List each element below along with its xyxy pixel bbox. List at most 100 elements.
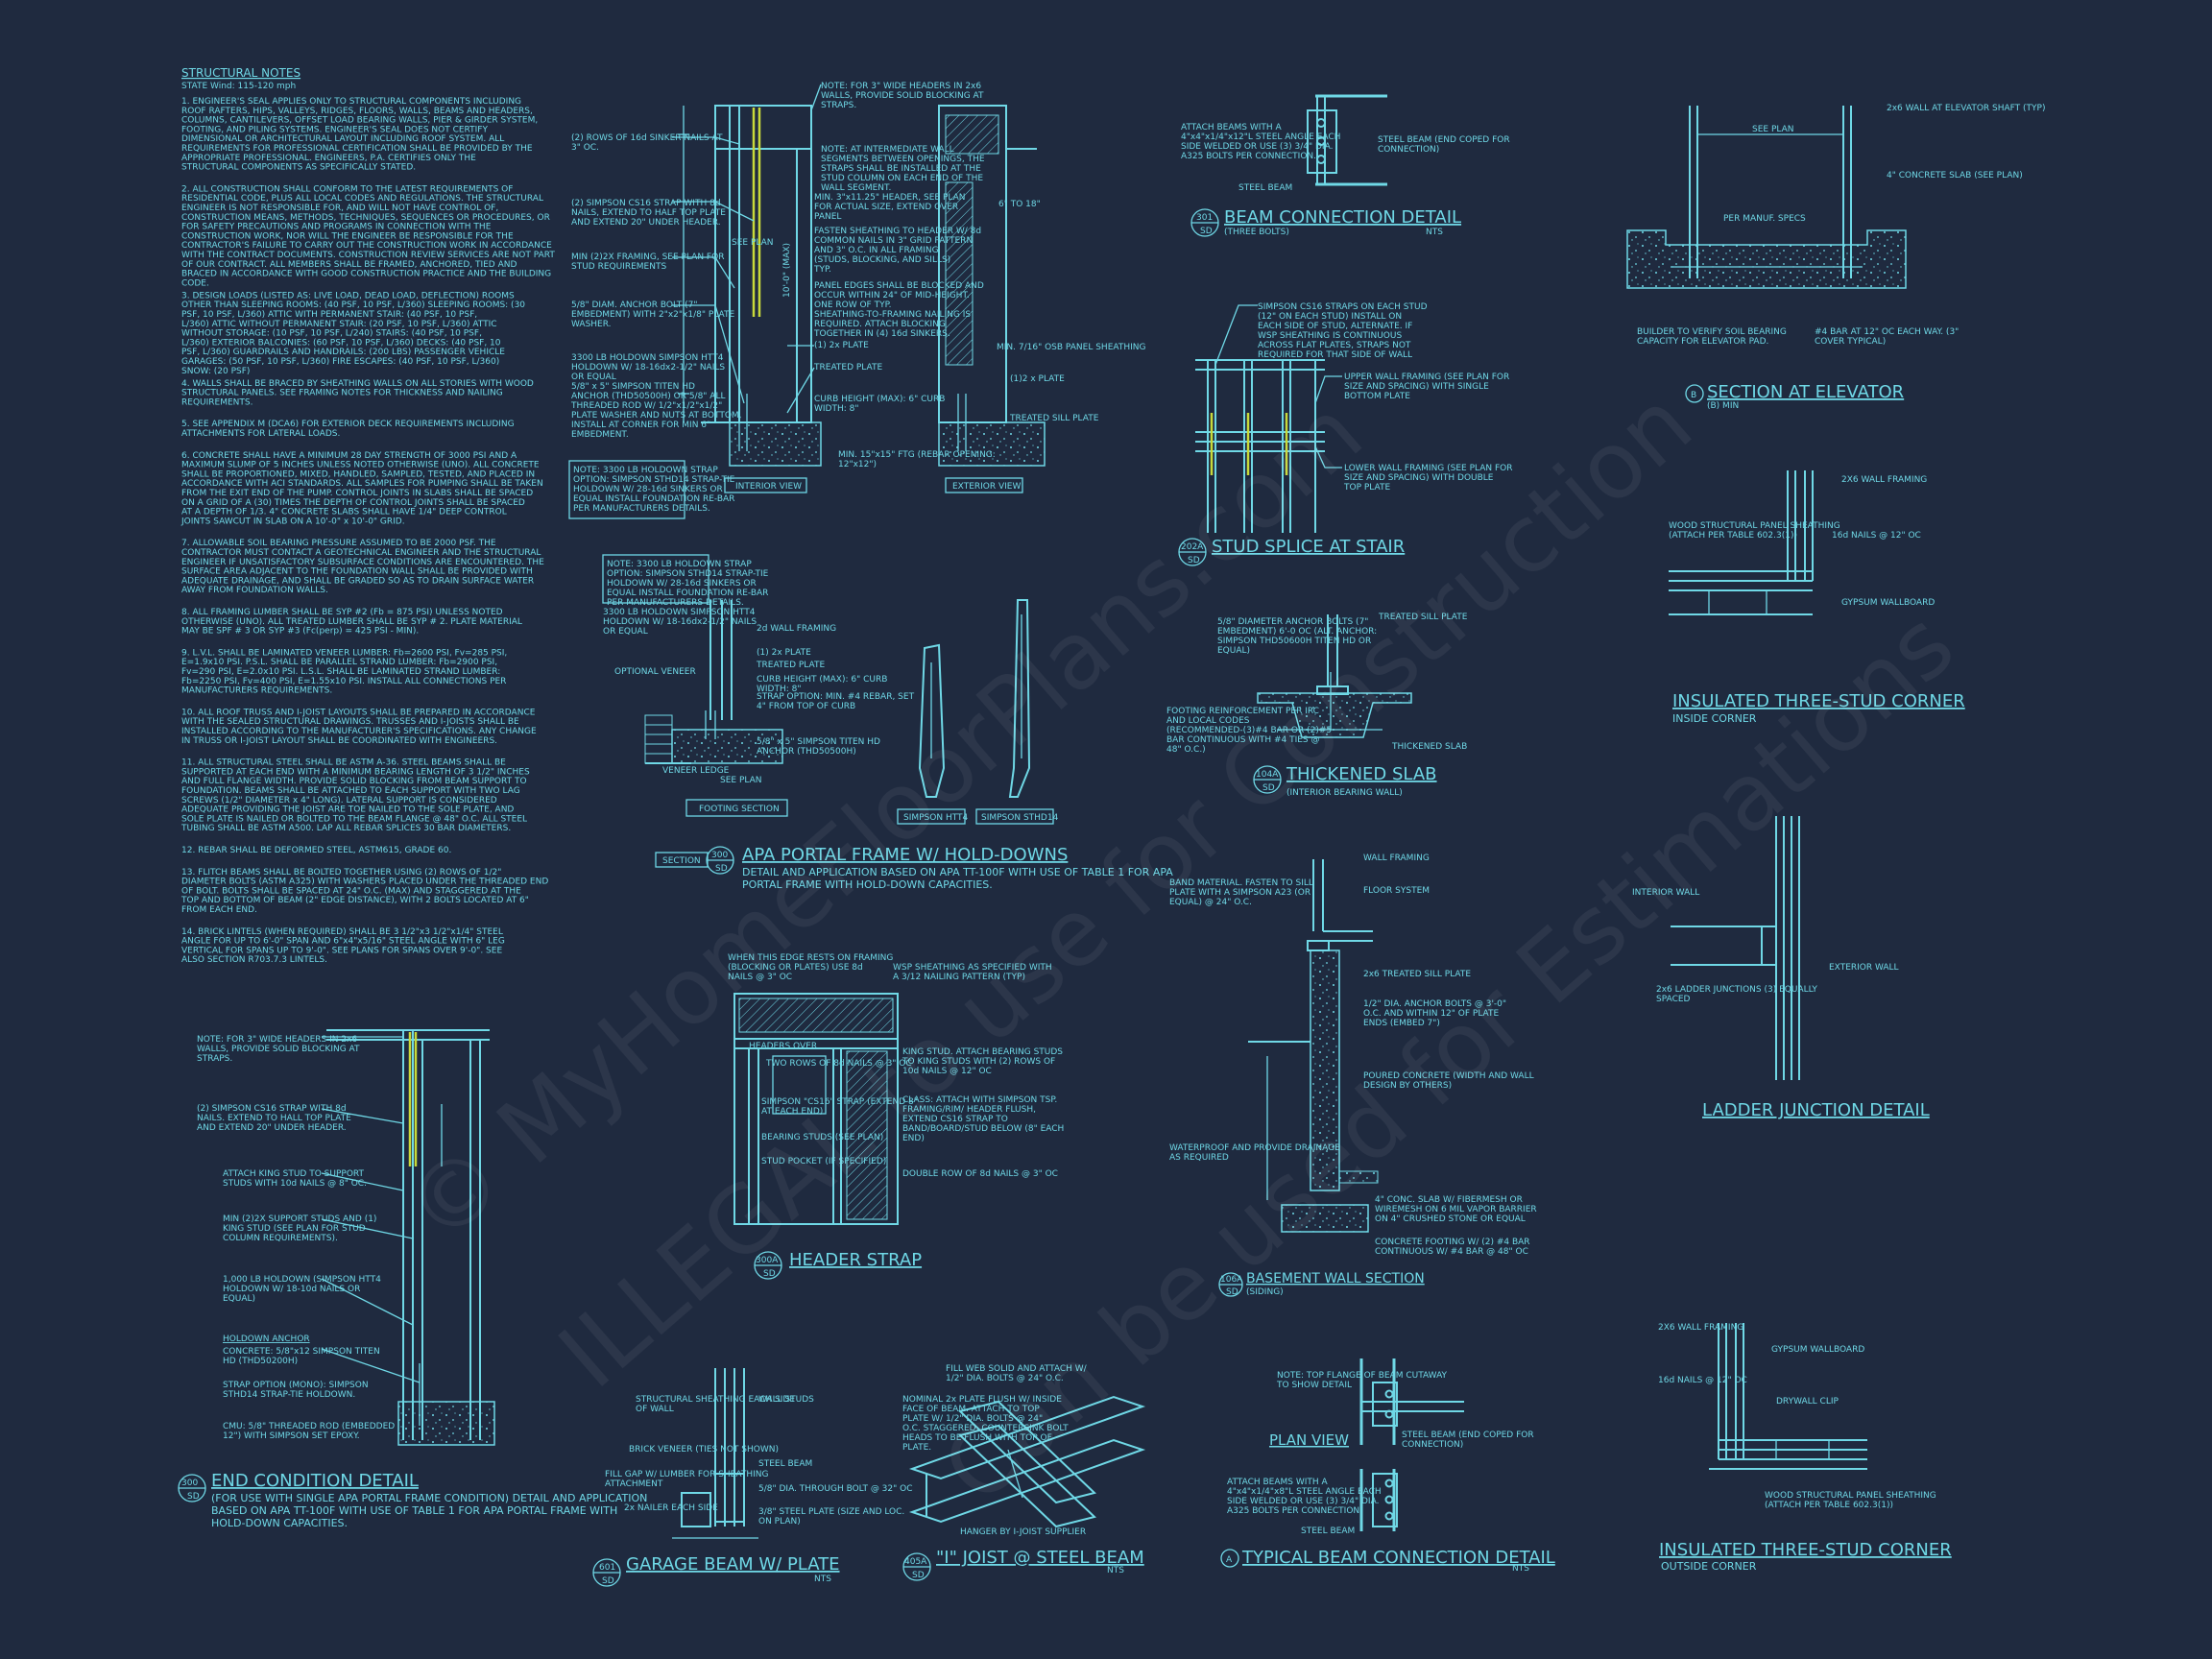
callout: WALL STUDS — [758, 1395, 814, 1405]
detail-sheet: SD — [1200, 227, 1213, 236]
detail-sheet: SD — [187, 1492, 200, 1502]
detail-subtitle: (INTERIOR BEARING WALL) — [1286, 788, 1403, 798]
label-htt4: SIMPSON HTT4 — [903, 813, 969, 823]
callout: TWO ROWS OF 8d NAILS @ 3" OC — [765, 1059, 912, 1069]
callout: SIMPSON CS16 STRAPS ON EACH STUD(12" ON … — [1258, 302, 1428, 360]
callout: 5/8" DIA. THROUGH BOLT @ 32" OC — [758, 1484, 913, 1494]
callout: OPTIONAL VENEER — [614, 667, 696, 677]
note-item: 6. CONCRETE SHALL HAVE A MINIMUM 28 DAY … — [180, 451, 543, 527]
header-strap-detail: WHEN THIS EDGE RESTS ON FRAMING(BLOCKING… — [728, 953, 1064, 1280]
thickened-slab-detail: 5/8" DIAMETER ANCHOR BOLTS (7"EMBEDMENT)… — [1166, 613, 1468, 798]
label-footing-section: FOOTING SECTION — [699, 805, 780, 814]
detail-subtitle: (B) MIN — [1707, 401, 1739, 411]
note-item: 8. ALL FRAMING LUMBER SHALL BE SYP #2 (F… — [181, 608, 522, 637]
callout: 2d WALL FRAMING — [757, 624, 836, 634]
detail-tag: 301 — [1196, 213, 1213, 223]
callout: EXTERIOR WALL — [1829, 963, 1899, 973]
detail-subtitle: OUTSIDE CORNER — [1661, 1560, 1757, 1573]
callout: #4 BAR AT 12" OC EACH WAY. (3"COVER TYPI… — [1815, 327, 1959, 347]
callout: (1) 2x PLATE — [814, 341, 869, 350]
detail-title: BASEMENT WALL SECTION — [1246, 1271, 1425, 1286]
callout: TREATED SILL PLATE — [1378, 613, 1468, 622]
callout: BRICK VENEER (TIES NOT SHOWN) — [629, 1445, 779, 1455]
detail-title: END CONDITION DETAIL — [211, 1471, 419, 1491]
callout: 2x6 TREATED SILL PLATE — [1363, 970, 1471, 979]
section-tag: SECTION — [662, 856, 701, 866]
callout: 16d NAILS @ 12" OC — [1832, 531, 1921, 541]
detail-subtitle: DETAIL AND APPLICATION BASED ON APA TT-1… — [742, 866, 1173, 891]
callout: SIMPSON "CS16" STRAP (EXTEND 8"AT EACH E… — [761, 1097, 918, 1117]
callout: BEARING STUDS (SEE PLAN) — [761, 1133, 883, 1142]
callout: 5/8" DIAMETER ANCHOR BOLTS (7"EMBEDMENT)… — [1217, 617, 1377, 656]
callout: SEE PLAN — [720, 776, 761, 785]
callout: WOOD STRUCTURAL PANEL SHEATHING(ATTACH P… — [1765, 1491, 1936, 1510]
sthd14-strap — [1008, 599, 1031, 798]
detail-title: INSULATED THREE-STUD CORNER — [1659, 1540, 1952, 1560]
callout: STEEL BEAM — [1238, 183, 1292, 193]
callout: (1) 2x PLATE — [757, 648, 811, 658]
callout: 2X6 WALL FRAMING — [1658, 1323, 1743, 1333]
callout: 4" CONCRETE SLAB (SEE PLAN) — [1887, 171, 2023, 180]
callout: FLOOR SYSTEM — [1363, 886, 1430, 896]
detail-title: STUD SPLICE AT STAIR — [1212, 537, 1405, 557]
label-exterior-view: EXTERIOR VIEW — [952, 482, 1021, 492]
stud-splice-detail: SIMPSON CS16 STRAPS ON EACH STUD(12" ON … — [1178, 302, 1513, 566]
callout: PER MANUF. SPECS — [1723, 214, 1806, 224]
callout: (1)2 x PLATE — [1010, 374, 1065, 384]
apa-portal-exterior-view: 6" TO 18" EXTERIOR VIEW — [938, 105, 1046, 493]
detail-title: LADDER JUNCTION DETAIL — [1702, 1100, 1930, 1120]
note-item: 14. BRICK LINTELS (WHEN REQUIRED) SHALL … — [181, 927, 505, 965]
apa-portal-interior-view: 10'-0" (MAX) SEE PLAN INTERIOR VIEW — [678, 105, 822, 493]
detail-title: SECTION AT ELEVATOR — [1707, 382, 1904, 402]
detail-title: INSULATED THREE-STUD CORNER — [1672, 691, 1965, 711]
dim-see-plan: SEE PLAN — [1752, 125, 1793, 134]
callout: MIN. 7/16" OSB PANEL SHEATHING — [997, 343, 1145, 352]
callout: DOUBLE ROW OF 8d NAILS @ 3" OC — [902, 1169, 1058, 1179]
detail-scale: NTS — [1426, 228, 1443, 237]
callout: THICKENED SLAB — [1391, 742, 1467, 752]
callout: 2x NAILER EACH SIDE — [624, 1503, 718, 1513]
callout: 16d NAILS @ 12" OC — [1658, 1376, 1747, 1385]
note-item: 11. ALL STRUCTURAL STEEL SHALL BE ASTM A… — [180, 758, 530, 834]
detail-title: THICKENED SLAB — [1286, 764, 1437, 784]
callout: DRYWALL CLIP — [1776, 1397, 1839, 1407]
callout: HANGER BY I-JOIST SUPPLIER — [960, 1527, 1086, 1537]
callout: STEEL BEAM — [1301, 1527, 1355, 1536]
callout: WHEN THIS EDGE RESTS ON FRAMING(BLOCKING… — [728, 953, 893, 982]
insulated-corner-inside: 2X6 WALL FRAMING WOOD STRUCTURAL PANEL S… — [1669, 470, 1965, 725]
callout: MIN (2)2X SUPPORT STUDS AND (1)KING STUD… — [223, 1214, 376, 1243]
note-item: 2. ALL CONSTRUCTION SHALL CONFORM TO THE… — [181, 184, 555, 288]
detail-sheet: SD — [602, 1576, 614, 1586]
watermark-line: Can be used for Estimations — [924, 590, 1974, 1524]
section-at-elevator: SEE PLAN 2x6 WALL AT ELEVATOR SHAFT (TYP… — [1626, 104, 2046, 411]
detail-sheet: SD — [912, 1571, 925, 1580]
detail-tag: 601 — [599, 1563, 615, 1573]
note-item: 12. REBAR SHALL BE DEFORMED STEEL, ASTM6… — [181, 846, 451, 855]
callout: TREATED SILL PLATE — [1009, 414, 1099, 423]
